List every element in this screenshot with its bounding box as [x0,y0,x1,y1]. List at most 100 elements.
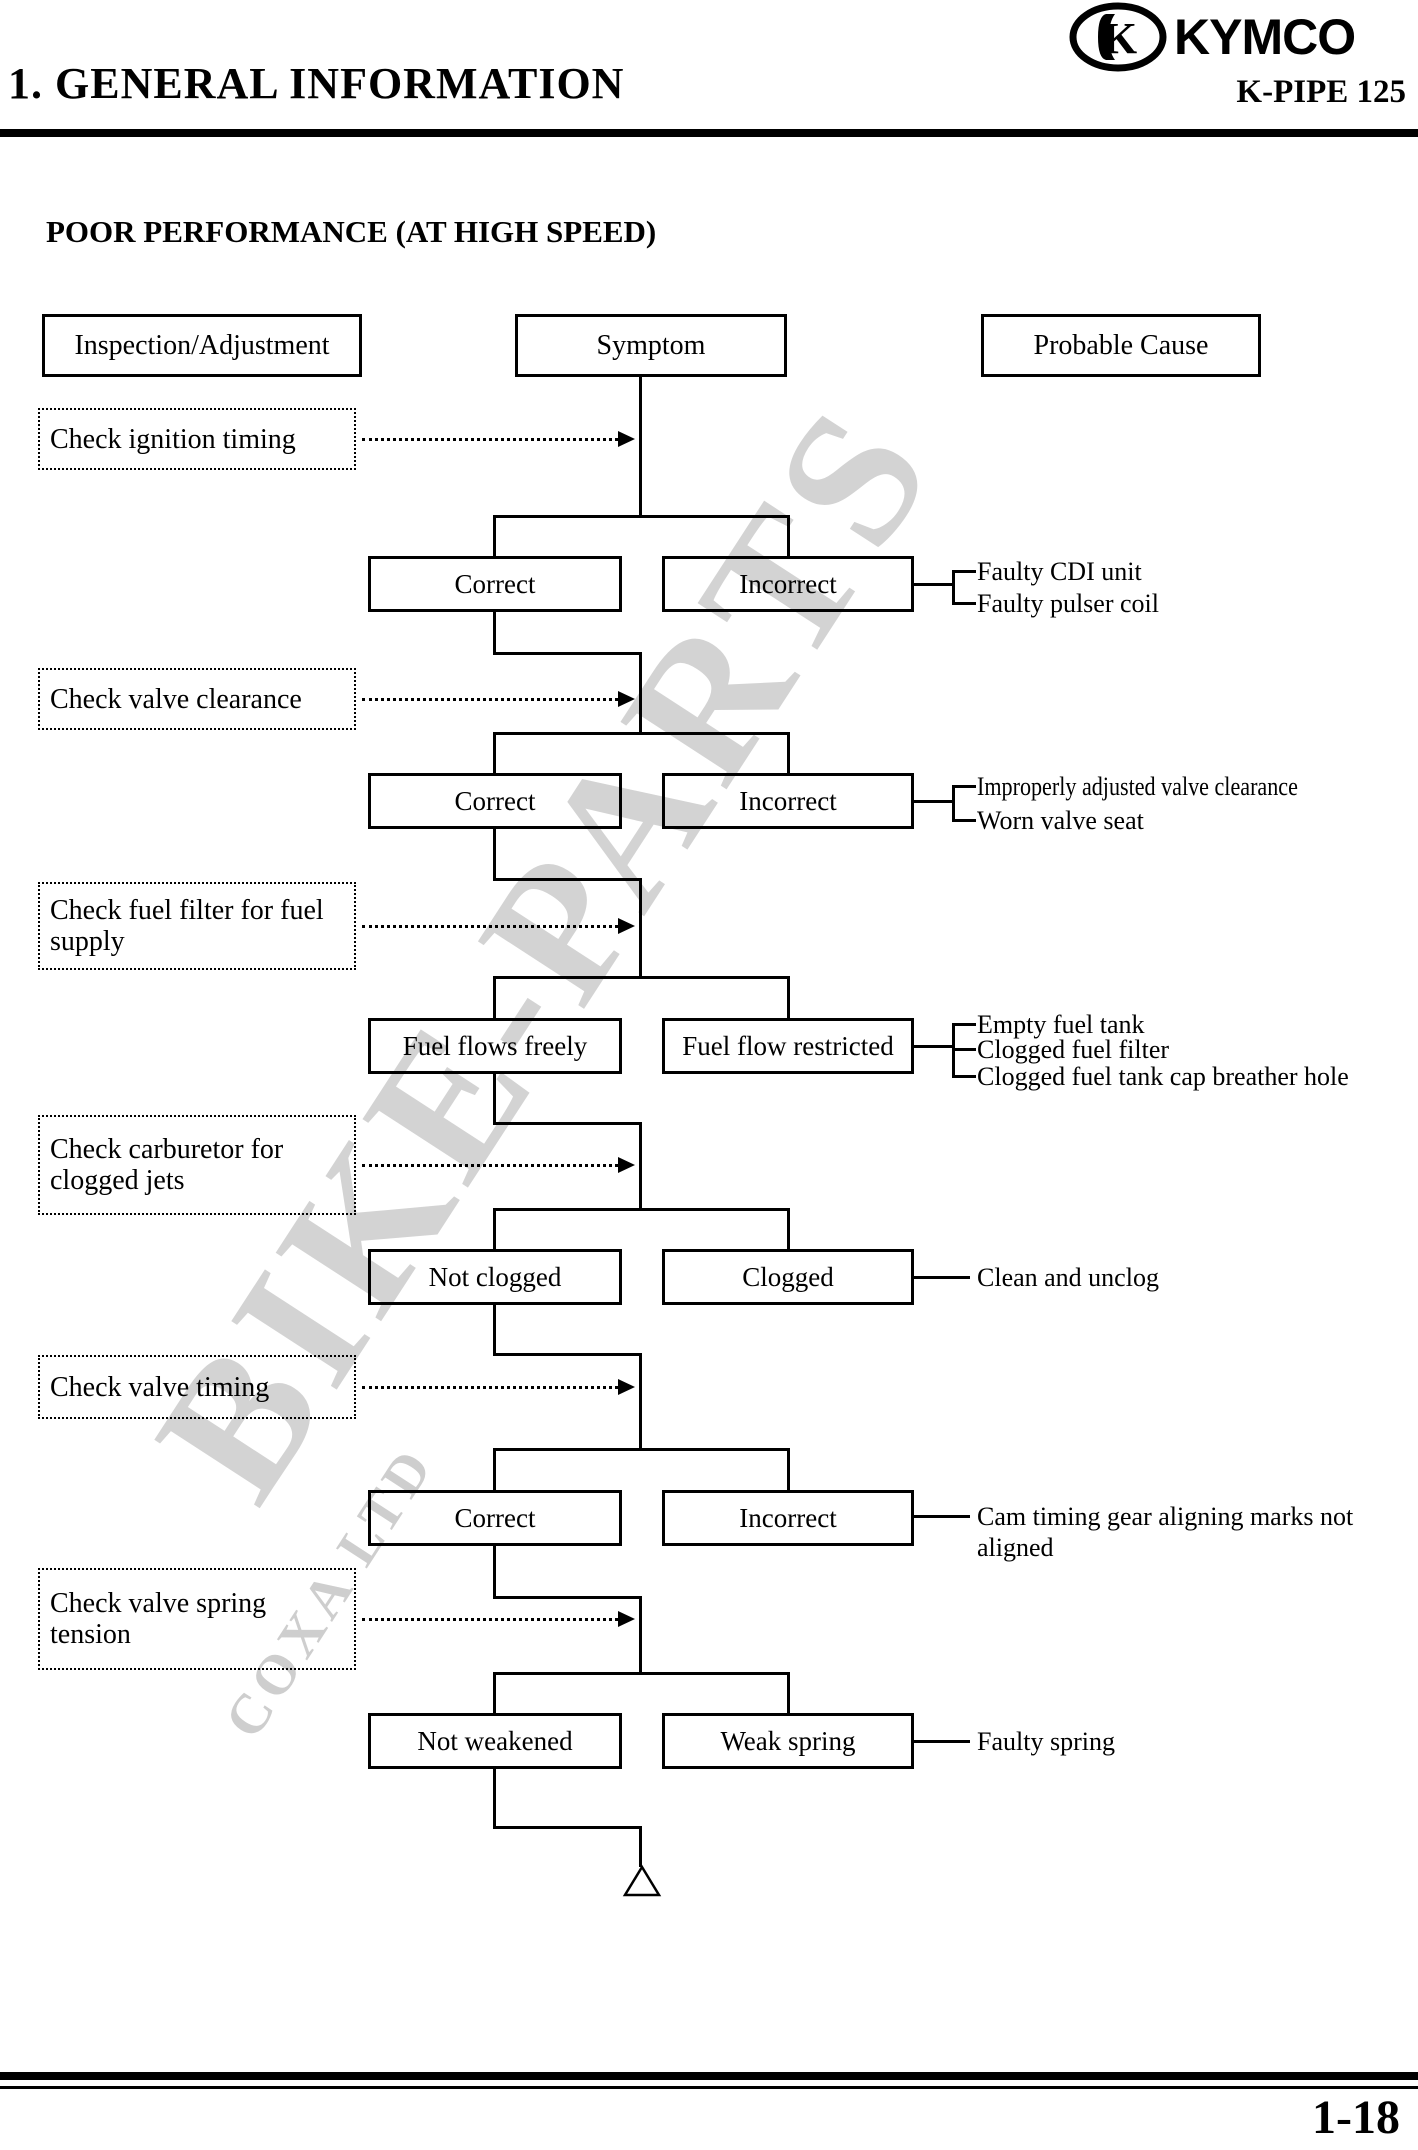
arrow-head-icon [618,691,635,707]
fail-label: Incorrect [739,1502,837,1533]
flow-line [639,1596,642,1672]
cause-text: Empty fuel tank [977,1010,1145,1039]
fail-label: Clogged [742,1261,834,1292]
cause-text: Clean and unclog [977,1263,1159,1292]
pass-box: Not clogged [368,1249,622,1305]
cause-text: Faulty CDI unit [977,557,1142,586]
column-header-symptom: Symptom [515,314,787,377]
flow-line [493,732,790,735]
flow-line [639,878,642,976]
flow-line [493,1208,790,1211]
brand-name: KYMCO [1174,9,1356,65]
fail-label: Weak spring [720,1725,856,1756]
end-triangle-icon [622,1864,662,1897]
flow-line [952,602,976,605]
flow-line [493,1353,642,1356]
flow-line [639,1826,642,1867]
chapter-title: 1. GENERAL INFORMATION [8,59,625,108]
svg-text:K: K [1103,14,1137,63]
pass-label: Fuel flows freely [402,1030,588,1061]
brand-logo-row: K KYMCO [1068,2,1356,72]
flow-line [914,1276,970,1279]
fail-label: Fuel flow restricted [682,1030,894,1061]
pass-box: Fuel flows freely [368,1018,622,1074]
inspection-label: Check fuel filter for fuel supply [50,895,324,957]
footer-rule-bottom [0,2086,1418,2089]
pass-label: Correct [454,785,536,816]
header-rule [0,129,1418,137]
flow-line [952,785,955,822]
inspection-box: Check ignition timing [38,408,356,470]
flow-arrow [362,438,618,441]
inspection-label: Check valve timing [50,1371,270,1403]
flow-line [493,1544,496,1599]
column-header-label: Probable Cause [1033,329,1209,361]
arrow-head-icon [618,1611,635,1627]
flow-line [952,819,976,822]
cause-text: Improperly adjusted valve clearance [977,772,1298,801]
flow-line [493,732,496,773]
cause-text: Cam timing gear aligning marks not align… [977,1502,1354,1562]
flow-line [493,1448,496,1490]
cause-text: Faulty pulser coil [977,589,1159,618]
section-title: POOR PERFORMANCE (AT HIGH SPEED) [46,214,657,249]
kymco-logo-icon: K [1069,2,1167,72]
arrow-head-icon [618,1157,635,1173]
pass-label: Correct [454,1502,536,1533]
pass-label: Correct [454,568,536,599]
cause-text: Clogged fuel tank cap breather hole [977,1062,1349,1091]
fail-box: Fuel flow restricted [662,1018,914,1074]
flow-line [493,515,790,518]
column-header-probable-cause: Probable Cause [981,314,1261,377]
column-header-label: Symptom [596,329,706,361]
flow-line [493,1448,790,1451]
flow-line [952,1075,976,1078]
flow-arrow [362,1386,618,1389]
flow-line [952,1048,976,1051]
model-name: K-PIPE 125 [1236,74,1406,110]
flow-arrow [362,698,618,701]
flow-line [493,1672,496,1713]
flow-line [787,1208,790,1249]
flow-line [493,1122,642,1125]
flow-line [639,652,642,732]
flow-arrow [362,1164,618,1167]
inspection-label: Check ignition timing [50,423,296,455]
column-header-label: Inspection/Adjustment [74,329,330,361]
flow-line [493,652,642,655]
pass-box: Correct [368,773,622,829]
fail-box: Clogged [662,1249,914,1305]
flow-line [493,1303,496,1356]
inspection-box: Check valve timing [38,1355,356,1419]
flow-line [914,583,953,586]
cause-text: Clogged fuel filter [977,1035,1170,1064]
flow-line [493,1826,642,1829]
inspection-box: Check valve spring tension [38,1568,356,1670]
flow-line [952,570,976,573]
flow-line [493,515,496,556]
footer-rule-top [0,2072,1418,2080]
cause-text: Faulty spring [977,1727,1115,1756]
flow-line [787,1448,790,1490]
flow-line [493,827,496,881]
fail-box: Incorrect [662,556,914,612]
flow-line [493,1672,790,1675]
flow-line [952,1023,976,1026]
arrow-head-icon [618,1379,635,1395]
pass-label: Not clogged [428,1261,562,1292]
cause-text: Worn valve seat [977,806,1144,835]
flow-line [493,878,642,881]
fail-label: Incorrect [739,785,837,816]
flow-line [493,610,496,655]
flow-line [952,785,976,788]
inspection-label: Check valve clearance [50,683,302,715]
pass-label: Not weakened [417,1725,573,1756]
flow-line [493,1072,496,1125]
arrow-head-icon [618,431,635,447]
flow-line [639,1353,642,1448]
page-number: 1-18 [1312,2091,1400,2144]
inspection-box: Check valve clearance [38,668,356,730]
pass-box: Not weakened [368,1713,622,1769]
